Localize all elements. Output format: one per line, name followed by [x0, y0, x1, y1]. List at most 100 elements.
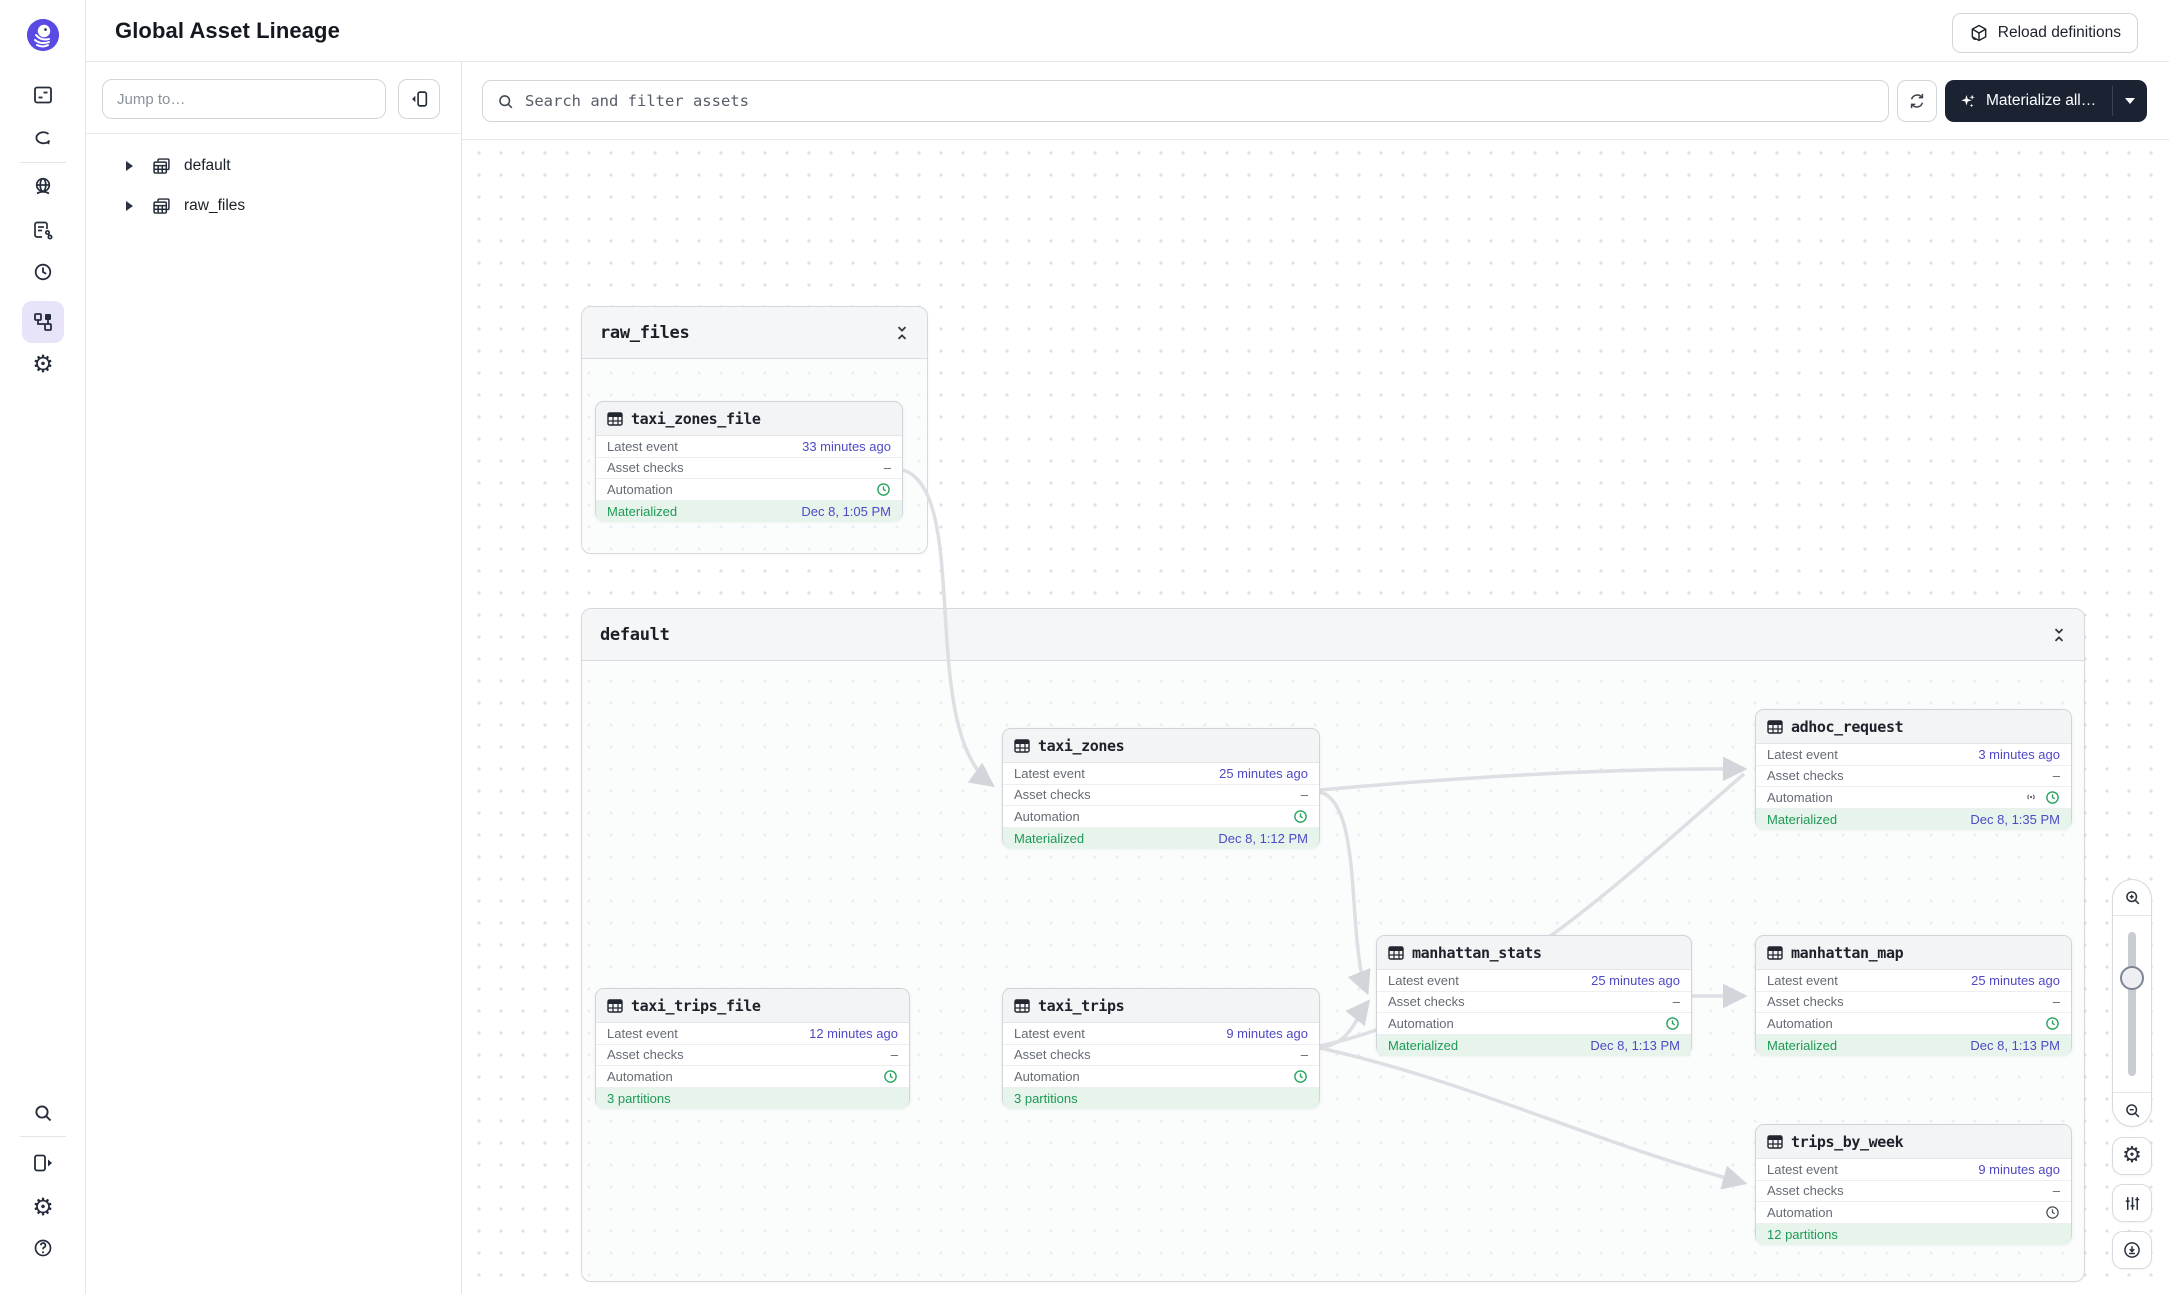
node-header: taxi_zones	[1003, 729, 1319, 763]
zoom-out-button[interactable]	[2113, 1093, 2151, 1128]
edge-taxi_trips-trips_by_week	[1319, 1046, 1748, 1190]
search-input[interactable]	[525, 92, 1875, 110]
collapse-group-icon[interactable]	[2052, 626, 2066, 644]
automation-row: Automation	[1756, 787, 2071, 809]
deployment-globe-icon[interactable]	[22, 166, 64, 208]
tree-item-default[interactable]: default	[86, 146, 461, 186]
partitions-row: 12 partitions	[1756, 1223, 2071, 1245]
settings-gear-icon[interactable]: ⚙	[32, 350, 54, 378]
asset-checks-row: Asset checks–	[1756, 992, 2071, 1013]
edge-taxi_zones-manhattan_stats	[1319, 790, 1371, 996]
node-header: manhattan_stats	[1377, 936, 1691, 970]
group-title: default	[600, 624, 670, 645]
collapse-group-icon[interactable]	[895, 324, 909, 342]
runs-loop-icon[interactable]	[22, 117, 64, 159]
node-header: taxi_trips	[1003, 989, 1319, 1023]
asset-checks-row: Asset checks–	[596, 458, 902, 479]
node-header: taxi_zones_file	[596, 402, 902, 436]
reload-cube-icon	[1969, 23, 1989, 43]
table-icon	[1767, 945, 1783, 960]
asset-search-box[interactable]	[482, 80, 1889, 122]
jump-to-input[interactable]	[102, 79, 386, 119]
automation-row: Automation	[596, 1066, 909, 1088]
materialize-options-button[interactable]	[2113, 80, 2147, 122]
edge-taxi_zones-adhoc_request	[1319, 756, 1748, 792]
zoom-slider-track[interactable]	[2128, 932, 2136, 1076]
tree-item-raw-files[interactable]: raw_files	[86, 186, 461, 226]
table-icon	[1388, 945, 1404, 960]
reload-definitions-button[interactable]: Reload definitions	[1951, 13, 2138, 53]
lineage-graph-icon[interactable]	[22, 301, 64, 343]
automation-row: Automation	[596, 479, 902, 501]
node-header: taxi_trips_file	[596, 989, 909, 1023]
rail-divider-bottom	[20, 1136, 66, 1137]
left-rail: ⚙ ⚙	[0, 0, 86, 1294]
node-header: adhoc_request	[1756, 710, 2071, 744]
automation-clock-icon	[2046, 790, 2059, 804]
graph-settings-button[interactable]: ⚙	[2112, 1137, 2152, 1175]
expand-panel-icon[interactable]	[22, 1142, 64, 1184]
caret-right-icon[interactable]	[126, 161, 133, 171]
asset-group-icon	[151, 196, 172, 217]
lineage-toolbar: Materialize all…	[462, 62, 2169, 140]
automation-clock-icon	[1294, 809, 1307, 823]
table-icon	[1014, 998, 1030, 1013]
lineage-canvas[interactable]: raw_files default	[462, 140, 2169, 1294]
partitions-row: 3 partitions	[596, 1087, 909, 1109]
download-image-button[interactable]	[2112, 1231, 2152, 1269]
dagster-logo[interactable]	[27, 19, 59, 51]
automation-row: Automation	[1003, 806, 1319, 828]
filter-options-button[interactable]	[2112, 1184, 2152, 1222]
divider	[2113, 1092, 2151, 1093]
asset-checks-row: Asset checks–	[596, 1045, 909, 1066]
sparkle-icon	[1959, 92, 1977, 110]
asset-catalog-icon[interactable]	[22, 74, 64, 116]
zoom-slider-handle[interactable]	[2120, 966, 2144, 990]
button-divider	[2112, 86, 2114, 116]
divider	[2113, 915, 2151, 916]
table-icon	[1767, 719, 1783, 734]
sidebar-divider	[86, 133, 461, 134]
automation-clock-icon	[877, 482, 890, 496]
automation-row: Automation	[1003, 1066, 1319, 1088]
tree-item-label: raw_files	[184, 197, 246, 214]
automation-row: Automation	[1756, 1013, 2071, 1035]
search-icon[interactable]	[22, 1092, 64, 1134]
help-icon[interactable]	[22, 1227, 64, 1269]
gear-icon: ⚙	[2122, 1143, 2142, 1168]
asset-groups-sidebar: default raw_files	[86, 62, 462, 1294]
group-header: raw_files	[582, 307, 927, 359]
refresh-graph-button[interactable]	[1897, 80, 1937, 122]
zoom-slider[interactable]	[2113, 916, 2151, 1092]
settings-gear-bottom-icon[interactable]: ⚙	[32, 1193, 54, 1221]
caret-right-icon[interactable]	[126, 201, 133, 211]
search-icon	[496, 92, 515, 111]
schedules-clock-icon[interactable]	[22, 251, 64, 293]
automation-clock-icon	[1294, 1069, 1307, 1083]
collapse-sidebar-button[interactable]	[398, 79, 440, 119]
asset-group-icon	[151, 156, 172, 177]
launchpad-icon[interactable]	[22, 209, 64, 251]
materialize-all-button[interactable]: Materialize all…	[1945, 80, 2112, 122]
top-header: Global Asset Lineage Reload definitions	[86, 0, 2169, 62]
materialize-all-split-button: Materialize all…	[1945, 80, 2148, 122]
zoom-in-button[interactable]	[2113, 880, 2151, 915]
edge-taxi_zones_file-taxi_zones	[902, 468, 995, 788]
edge-taxi_trips-manhattan_stats	[1319, 999, 1371, 1050]
